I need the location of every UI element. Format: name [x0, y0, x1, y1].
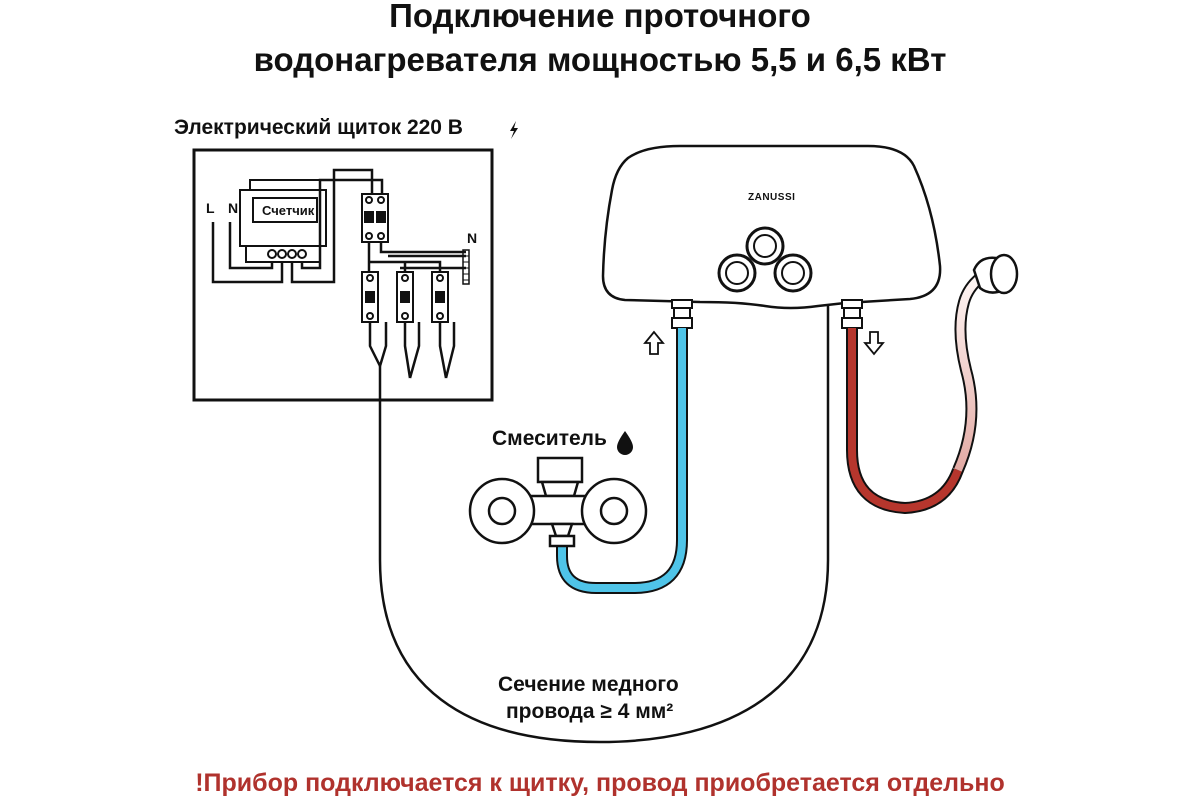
water-drop-icon	[617, 431, 633, 455]
knob-left	[717, 253, 757, 293]
water-heater-body	[601, 144, 942, 310]
title-line-1: Подключение проточного	[389, 0, 811, 34]
heater-control-knobs	[717, 226, 813, 293]
lightning-icon	[510, 121, 518, 139]
sub-breaker-3	[431, 271, 449, 323]
shower-head	[972, 253, 1019, 295]
wire-label-line-1: Сечение медного	[498, 673, 679, 696]
mixer-label: Смеситель	[492, 427, 607, 450]
arrow-up-icon	[643, 330, 665, 355]
title-line-2: водонагревателя мощностью 5,5 и 6,5 кВт	[253, 41, 947, 78]
distribution-wires	[367, 242, 466, 272]
page-title: Подключение проточного водонагревателя м…	[0, 0, 1200, 82]
hot-outlet-fitting	[841, 299, 863, 329]
line-label: L	[206, 200, 215, 216]
warning-note: !Прибор подключается к щитку, провод при…	[195, 769, 1005, 797]
sub-breakers	[361, 271, 449, 323]
cold-inlet-fitting	[671, 299, 693, 329]
power-cable	[378, 300, 830, 744]
hot-water-hose	[846, 328, 964, 515]
outgoing-wires	[368, 322, 456, 379]
wire-label-line-2: провода ≥ 4 мм²	[506, 700, 674, 723]
neutral-bus-label: N	[467, 230, 478, 246]
knob-right	[773, 253, 813, 293]
mixer-faucet	[468, 456, 648, 548]
panel-label: Электрический щиток 220 В	[174, 116, 463, 139]
incoming-wires	[211, 168, 384, 284]
sub-breaker-1	[361, 271, 379, 323]
arrow-down-icon	[863, 331, 885, 356]
neutral-label: N	[228, 200, 239, 216]
heater-brand-logo: ZANUSSI	[748, 192, 796, 203]
electric-meter	[239, 179, 327, 263]
meter-label: Счетчик	[262, 203, 315, 218]
knob-top	[745, 226, 785, 266]
sub-breaker-2	[396, 271, 414, 323]
main-circuit-breaker	[361, 193, 389, 243]
